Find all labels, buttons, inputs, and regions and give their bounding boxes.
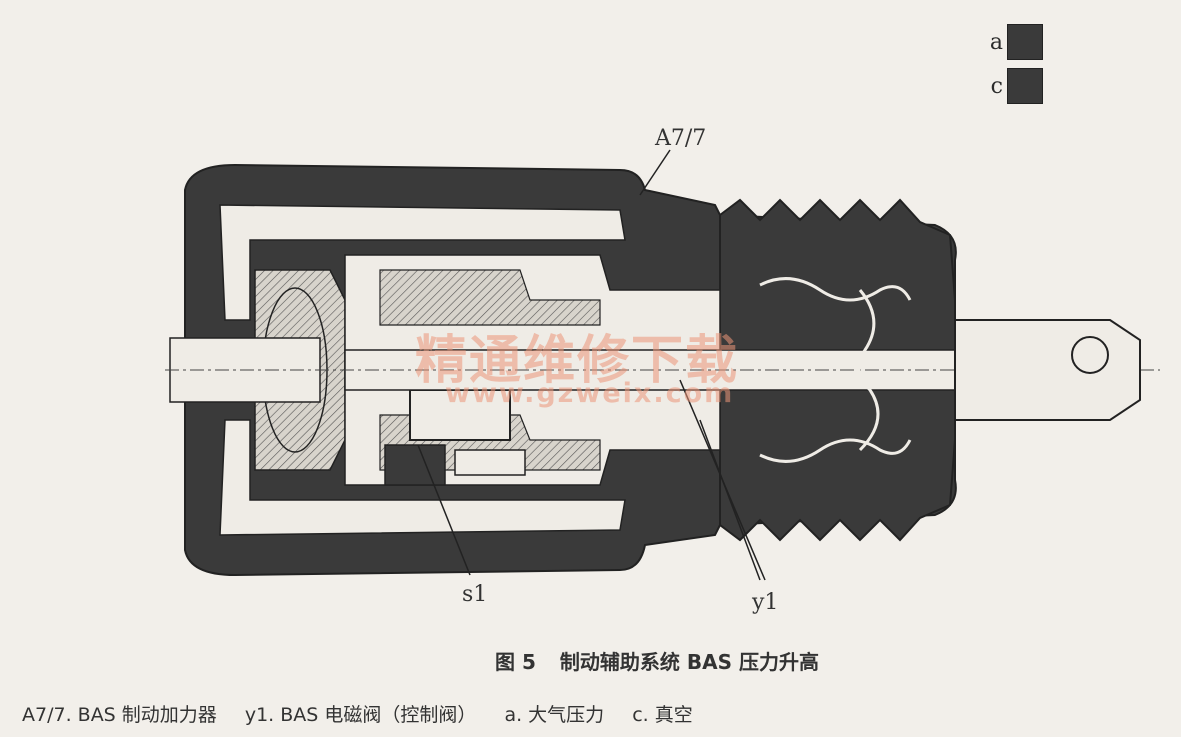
- legend-swatch-atmospheric: [1007, 24, 1043, 60]
- legend-swatch-vacuum: [1007, 68, 1043, 104]
- legend-item-c: c: [990, 64, 1043, 108]
- valve-spring-lower: [759, 438, 912, 463]
- leader-a7-7: [639, 149, 671, 196]
- control-housing-hatch-top: [379, 269, 601, 326]
- label-a7-7: A7/7: [655, 126, 707, 151]
- figure-caption: A7/7. BAS 制动加力器 y1. BAS 电磁阀（控制阀） a. 大气压力…: [22, 700, 715, 727]
- clevis-pin-hole: [1071, 336, 1109, 374]
- caption-item: c. 真空: [632, 704, 693, 726]
- legend-letter: c: [990, 73, 1003, 99]
- leader-y1-b: [699, 419, 761, 581]
- vacuum-chamber-upper: [219, 204, 626, 321]
- clevis: [954, 319, 1141, 421]
- legend-letter: a: [989, 29, 1003, 55]
- legend-item-a: a: [990, 20, 1043, 64]
- label-s1: s1: [462, 582, 488, 607]
- figure-number: 图 5: [495, 650, 536, 674]
- valve-spring-upper: [759, 277, 912, 302]
- solenoid-coil: [409, 389, 511, 441]
- caption-item: a. 大气压力: [504, 704, 605, 726]
- caption-item: y1. BAS 电磁阀（控制阀）: [244, 704, 477, 726]
- spring-coil-right: [857, 289, 880, 452]
- figure-title-text: 制动辅助系统 BAS 压力升高: [559, 650, 819, 674]
- legend: a c: [990, 20, 1043, 108]
- connector-block: [454, 449, 526, 476]
- watermark-url: www.gzweix.com: [445, 378, 735, 409]
- caption-item: A7/7. BAS 制动加力器: [22, 704, 217, 726]
- watermark-text: 精通维修下载: [415, 331, 740, 391]
- vacuum-chamber-lower: [219, 419, 626, 536]
- leader-s1: [417, 444, 471, 576]
- figure-title: 图 5 制动辅助系统 BAS 压力升高: [495, 646, 819, 675]
- switch-block: [384, 444, 446, 486]
- label-y1: y1: [752, 590, 779, 615]
